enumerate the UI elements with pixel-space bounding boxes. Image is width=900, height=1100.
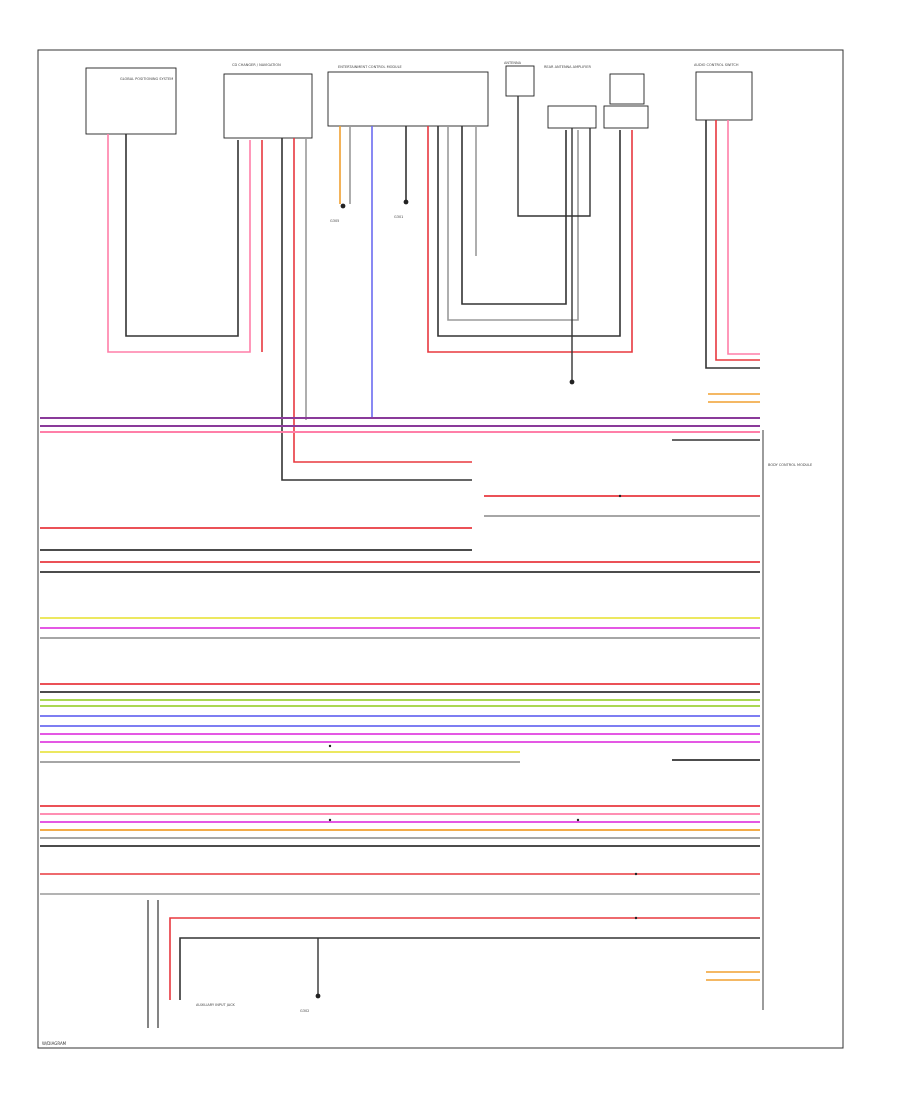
svg-text:G301: G301 — [394, 215, 403, 219]
page-label: W/DIAGRAM — [42, 1041, 67, 1046]
bus-signal-group-c — [40, 805, 760, 847]
bus-purple-upper — [40, 417, 760, 433]
gps-module: GLOBAL POSITIONING SYSTEM — [85, 67, 177, 135]
diagram-frame — [37, 49, 844, 1049]
entertainment-control-module: ENTERTAINMENT CONTROL MODULE — [327, 65, 489, 127]
svg-text:G305: G305 — [330, 219, 339, 223]
splice-markers — [328, 494, 638, 920]
bus-signal-group-a — [40, 617, 760, 639]
ecm-harness — [40, 126, 633, 419]
antenna-module: ANTENNA — [504, 61, 535, 97]
audio-switch-harness — [705, 120, 760, 369]
gps-harness — [107, 134, 263, 353]
audio-control-switch: AUDIO CONTROL SWITCH — [694, 63, 753, 121]
svg-text:REAR ANTENNA AMPLIFIER: REAR ANTENNA AMPLIFIER — [544, 65, 591, 69]
right-connector-stubs-upper — [672, 393, 760, 441]
ground-top-center — [569, 379, 575, 385]
cd-changer-module: CD CHANGER / NAVIGATION — [223, 63, 313, 139]
svg-text:GLOBAL POSITIONING SYSTEM: GLOBAL POSITIONING SYSTEM — [120, 77, 173, 81]
svg-text:AUDIO CONTROL SWITCH: AUDIO CONTROL SWITCH — [694, 63, 739, 67]
svg-text:G302: G302 — [300, 1009, 309, 1013]
svg-text:ANTENNA: ANTENNA — [504, 61, 522, 65]
ground-g302: G302 — [300, 938, 321, 1013]
ground-g301: G301 — [394, 199, 409, 219]
bus-lower — [40, 873, 760, 1000]
right-connector-stubs-lower — [706, 971, 760, 981]
svg-text:CD CHANGER / NAVIGATION: CD CHANGER / NAVIGATION — [232, 63, 281, 67]
svg-text:AUXILIARY INPUT JACK: AUXILIARY INPUT JACK — [196, 1003, 236, 1007]
body-control-module: BODY CONTROL MODULE — [762, 430, 812, 1010]
bus-red-mid — [40, 495, 760, 573]
antenna-amplifier-module: REAR ANTENNA AMPLIFIER — [544, 65, 649, 129]
antenna-harness — [517, 96, 591, 380]
auxiliary-input-jack: AUXILIARY INPUT JACK — [147, 900, 236, 1028]
cd-changer-harness — [281, 138, 472, 481]
svg-text:ENTERTAINMENT CONTROL MODULE: ENTERTAINMENT CONTROL MODULE — [338, 65, 402, 69]
bus-signal-group-b — [40, 683, 760, 763]
svg-text:BODY CONTROL MODULE: BODY CONTROL MODULE — [768, 463, 812, 467]
ground-g305: G305 — [330, 203, 346, 223]
